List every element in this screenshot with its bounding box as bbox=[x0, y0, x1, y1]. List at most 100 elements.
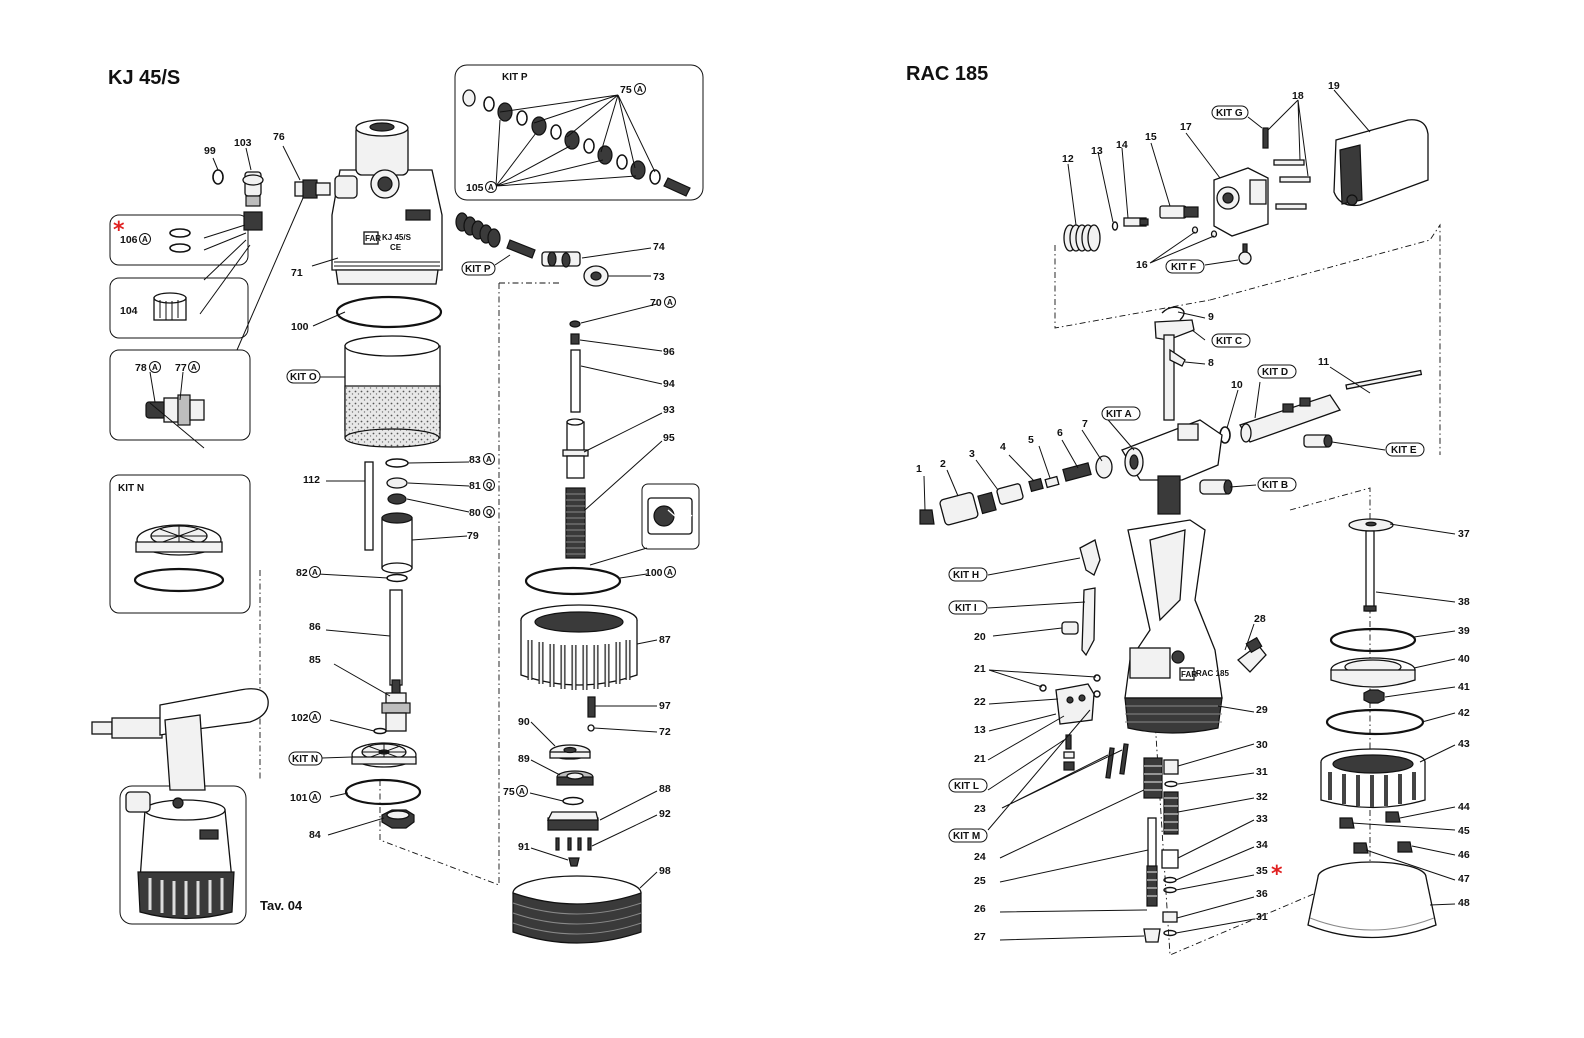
label-31a: 31 bbox=[1256, 766, 1268, 778]
circle-q-80-text: Q bbox=[486, 508, 492, 517]
spring-97 bbox=[587, 696, 596, 718]
label-89: 89 bbox=[518, 753, 530, 765]
valve-85 bbox=[381, 679, 411, 732]
sleeve-93 bbox=[562, 418, 589, 479]
label-87: 87 bbox=[659, 634, 671, 646]
label-34: 34 bbox=[1256, 839, 1268, 851]
clip-9 bbox=[1161, 306, 1185, 321]
housing-71: FAR KJ 45/S CE bbox=[331, 119, 443, 285]
ring-nut-43 bbox=[1320, 748, 1426, 809]
label-94: 94 bbox=[663, 378, 675, 390]
label-32: 32 bbox=[1256, 791, 1268, 803]
disc-37 bbox=[1348, 518, 1394, 532]
label-97: 97 bbox=[659, 700, 671, 712]
nozzle-parts-1-7 bbox=[919, 455, 1113, 526]
piston-74 bbox=[541, 251, 581, 268]
label-77: 77 bbox=[175, 362, 187, 374]
housing-model-right: RAC 185 bbox=[1196, 669, 1229, 678]
label-5: 5 bbox=[1028, 434, 1034, 446]
fitting-77-78 bbox=[145, 394, 205, 426]
tool-illustration-left bbox=[91, 688, 269, 920]
kit-c-pill bbox=[1211, 333, 1251, 348]
ring-102 bbox=[373, 727, 387, 735]
kit-d-pill bbox=[1257, 364, 1297, 379]
o-ring-100 bbox=[335, 295, 443, 329]
seat-90 bbox=[549, 744, 591, 760]
housing-brand-right: FAR bbox=[1181, 670, 1197, 679]
label-26: 26 bbox=[974, 903, 986, 915]
label-18: 18 bbox=[1292, 90, 1304, 102]
label-10: 10 bbox=[1231, 379, 1243, 391]
housing-brand-left: FAR bbox=[365, 234, 381, 243]
kit-e-pill bbox=[1385, 442, 1425, 457]
rod-86 bbox=[389, 589, 403, 686]
label-21b: 21 bbox=[974, 753, 986, 765]
label-17: 17 bbox=[1180, 121, 1192, 133]
ball-16a bbox=[1191, 226, 1199, 234]
housing-ce-left: CE bbox=[390, 243, 402, 252]
circle-a-82-text: A bbox=[312, 568, 318, 577]
asterisk-106: * bbox=[113, 218, 125, 243]
kit-a-label: KIT A bbox=[1106, 409, 1132, 420]
circle-a-75-text: A bbox=[519, 787, 525, 796]
bearing-104 bbox=[153, 292, 187, 321]
housing-29: FAR RAC 185 bbox=[1124, 519, 1229, 734]
label-96: 96 bbox=[663, 346, 675, 358]
label-15: 15 bbox=[1145, 131, 1157, 143]
valve-stack bbox=[1143, 757, 1163, 943]
kit-c-label: KIT C bbox=[1216, 336, 1242, 347]
ring-70 bbox=[569, 320, 581, 328]
ring-21c bbox=[1093, 690, 1101, 698]
right-dashed-frame bbox=[1054, 223, 1441, 956]
o-ring-39 bbox=[1329, 627, 1417, 653]
ring-21a bbox=[1039, 684, 1047, 692]
label-33: 33 bbox=[1256, 813, 1268, 825]
kit-l-pill bbox=[948, 778, 988, 793]
circle-a-77 bbox=[188, 361, 200, 373]
ball-16b bbox=[1210, 230, 1218, 238]
filter-kit-o bbox=[344, 335, 441, 448]
kit-h-pill bbox=[948, 567, 988, 582]
circle-a-70-text: A bbox=[667, 298, 673, 307]
kit-h-label: KIT H bbox=[953, 570, 979, 581]
rod-38 bbox=[1363, 530, 1377, 612]
kit-b-pill bbox=[1257, 477, 1297, 492]
plate-88 bbox=[546, 811, 599, 831]
screws-91-92 bbox=[555, 837, 592, 867]
ring-80 bbox=[387, 493, 407, 505]
label-2: 2 bbox=[940, 458, 946, 470]
circle-a-78 bbox=[149, 361, 161, 373]
body-17 bbox=[1213, 167, 1269, 237]
circle-a-102-text: A bbox=[312, 713, 318, 722]
circle-a-70 bbox=[664, 296, 676, 308]
label-22: 22 bbox=[974, 696, 986, 708]
kit-p-label: KIT P bbox=[465, 264, 491, 275]
label-27: 27 bbox=[974, 931, 986, 943]
label-37: 37 bbox=[1458, 528, 1470, 540]
label-43: 43 bbox=[1458, 738, 1470, 750]
circle-a-101 bbox=[309, 791, 321, 803]
label-83: 83 bbox=[469, 454, 481, 466]
kit-g-label: KIT G bbox=[1216, 108, 1243, 119]
tube-112 bbox=[364, 461, 374, 551]
bushing-79 bbox=[381, 512, 413, 574]
kit-m-label: KIT M bbox=[953, 831, 980, 842]
label-84: 84 bbox=[309, 829, 321, 841]
label-78: 78 bbox=[135, 362, 147, 374]
circle-q-81-text: Q bbox=[486, 481, 492, 490]
label-42: 42 bbox=[1458, 707, 1470, 719]
kit-p-rings bbox=[462, 89, 691, 197]
circle-a-105 bbox=[485, 181, 497, 193]
label-100b: 100 bbox=[645, 567, 663, 579]
screw-96 bbox=[570, 333, 580, 345]
kit-n-label: KIT N bbox=[292, 754, 318, 765]
ring-75 bbox=[562, 796, 584, 806]
label-76: 76 bbox=[273, 131, 285, 143]
circle-a-82 bbox=[309, 566, 321, 578]
label-105: 105 bbox=[466, 182, 484, 194]
label-112: 112 bbox=[303, 474, 320, 486]
label-35: 35 bbox=[1256, 865, 1268, 877]
cap-73 bbox=[583, 265, 609, 287]
right-diagram-title: RAC 185 bbox=[906, 63, 988, 85]
rod-94 bbox=[570, 349, 581, 413]
